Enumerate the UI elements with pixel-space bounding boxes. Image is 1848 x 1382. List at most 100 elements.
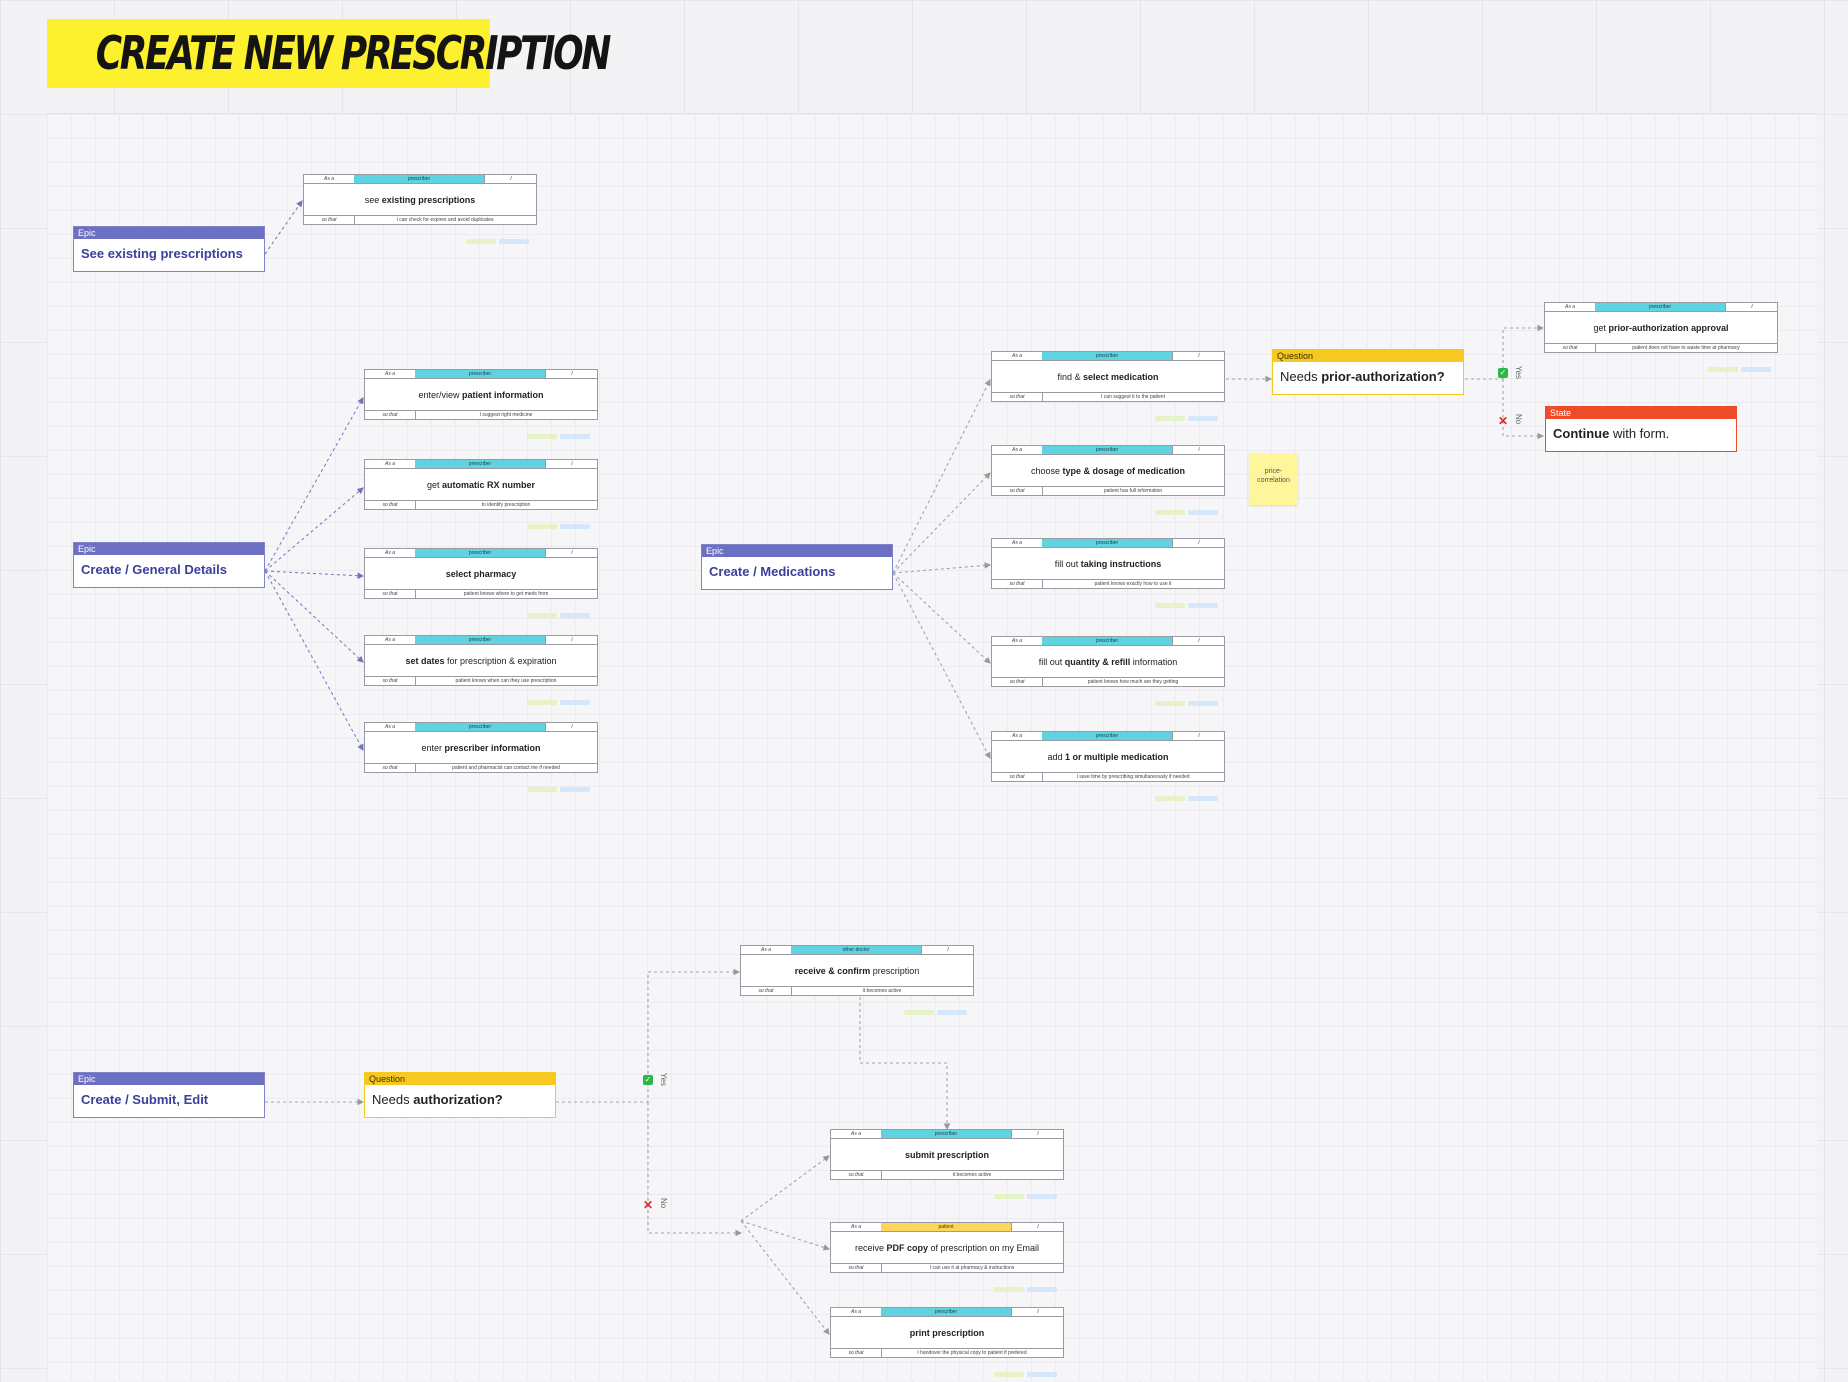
- story-text: fill out taking instructions: [1054, 559, 1162, 569]
- question-text: Needs prior-authorization?: [1280, 369, 1445, 384]
- tag-chips: [994, 1186, 1064, 1199]
- epic-title: Create / Submit, Edit: [81, 1092, 209, 1107]
- connector: [892, 562, 992, 574]
- connector: [264, 200, 303, 255]
- epic-medications[interactable]: Epic Create / Medications: [701, 544, 893, 590]
- epic-tag: Epic: [74, 227, 264, 239]
- connector: [647, 1102, 743, 1237]
- tag-chips: [1155, 595, 1225, 608]
- connector: [264, 570, 364, 663]
- epic-tag: Epic: [702, 545, 892, 557]
- story-reason: patient knows how much are they getting: [1087, 679, 1179, 685]
- branch-no-label: No: [1514, 414, 1523, 425]
- story-text: find & select medication: [1057, 372, 1159, 382]
- story-text: get prior-authorization approval: [1593, 323, 1729, 333]
- story-reason: patient knows when can they use prescrip…: [455, 678, 557, 684]
- state-continue-with-form[interactable]: State Continue with form.: [1545, 406, 1737, 452]
- connector: [740, 1220, 831, 1251]
- story-text: select pharmacy: [445, 569, 517, 579]
- tag-chips: [527, 426, 597, 439]
- branch-no-label: No: [659, 1198, 668, 1209]
- connector: [892, 472, 991, 574]
- role-badge: other doctor: [791, 946, 921, 954]
- connector: [1465, 324, 1545, 380]
- story-text: get automatic RX number: [426, 480, 536, 490]
- tag-chips: [1155, 693, 1225, 706]
- story-text: choose type & dosage of medication: [1030, 466, 1186, 476]
- branch-yes-label: Yes: [659, 1073, 668, 1087]
- tag-chips: [527, 692, 597, 705]
- tag-chips: [1155, 502, 1225, 515]
- role-badge: prescriber: [1042, 732, 1172, 740]
- cross-icon: ✕: [643, 1198, 654, 1212]
- connector: [264, 397, 364, 572]
- role-badge: prescriber: [1042, 352, 1172, 360]
- connector: [264, 487, 364, 572]
- epic-title: Create / Medications: [709, 564, 836, 579]
- story-reason: to identify prescription: [481, 502, 531, 508]
- role-badge: prescriber: [415, 460, 545, 468]
- sticky-note[interactable]: price-correlation: [1249, 453, 1298, 505]
- story-reason: it becomes active: [952, 1172, 992, 1178]
- story-text: enter prescriber information: [421, 743, 541, 753]
- role-badge: prescriber: [354, 175, 484, 183]
- tag-chips: [904, 1002, 974, 1015]
- role-badge: prescriber: [1042, 637, 1172, 645]
- epic-general-details[interactable]: Epic Create / General Details: [73, 542, 265, 588]
- role-badge: patient: [881, 1223, 1011, 1231]
- connector: [264, 570, 364, 751]
- role-badge: prescriber: [415, 549, 545, 557]
- question-authorization[interactable]: Question Needs authorization?: [364, 1072, 556, 1118]
- question-text: Needs authorization?: [372, 1092, 503, 1107]
- connector: [859, 997, 951, 1131]
- sticky-text: price-correlation: [1257, 468, 1290, 484]
- story-reason: I can suggest it to the patient: [1101, 394, 1165, 400]
- cross-icon: ✕: [1498, 414, 1509, 428]
- story-text: enter/view patient information: [418, 390, 544, 400]
- story-text: print prescription: [909, 1328, 985, 1338]
- epic-title: Create / General Details: [81, 562, 227, 577]
- connector: [892, 379, 991, 574]
- story-reason: I save time by prescribing simultaneousl…: [1076, 774, 1190, 780]
- role-badge: prescriber: [415, 723, 545, 731]
- story-text: see existing prescriptions: [364, 195, 476, 205]
- story-reason: patient does not have to waste time at p…: [1632, 345, 1740, 351]
- tag-chips: [994, 1364, 1064, 1377]
- story-text: receive & confirm prescription: [794, 966, 920, 976]
- role-badge: prescriber: [881, 1130, 1011, 1138]
- connector: [556, 968, 741, 1103]
- story-reason: patient and pharmacist can contact me if…: [452, 765, 560, 771]
- connector: [740, 1220, 830, 1335]
- check-icon: ✓: [643, 1075, 653, 1085]
- tag-chips: [994, 1279, 1064, 1292]
- question-tag: Question: [1273, 350, 1463, 362]
- state-text: Continue with form.: [1553, 426, 1670, 441]
- story-text: submit prescription: [904, 1150, 989, 1160]
- question-prior-authorization[interactable]: Question Needs prior-authorization?: [1272, 349, 1464, 395]
- connector: [1502, 379, 1545, 440]
- check-icon: ✓: [1498, 368, 1508, 378]
- epic-submit-edit[interactable]: Epic Create / Submit, Edit: [73, 1072, 265, 1118]
- epic-title: See existing prescriptions: [81, 246, 243, 261]
- epic-tag: Epic: [74, 1073, 264, 1085]
- epic-see-existing-prescriptions[interactable]: Epic See existing prescriptions: [73, 226, 265, 272]
- story-text: receive PDF copy of prescription on my E…: [854, 1243, 1040, 1253]
